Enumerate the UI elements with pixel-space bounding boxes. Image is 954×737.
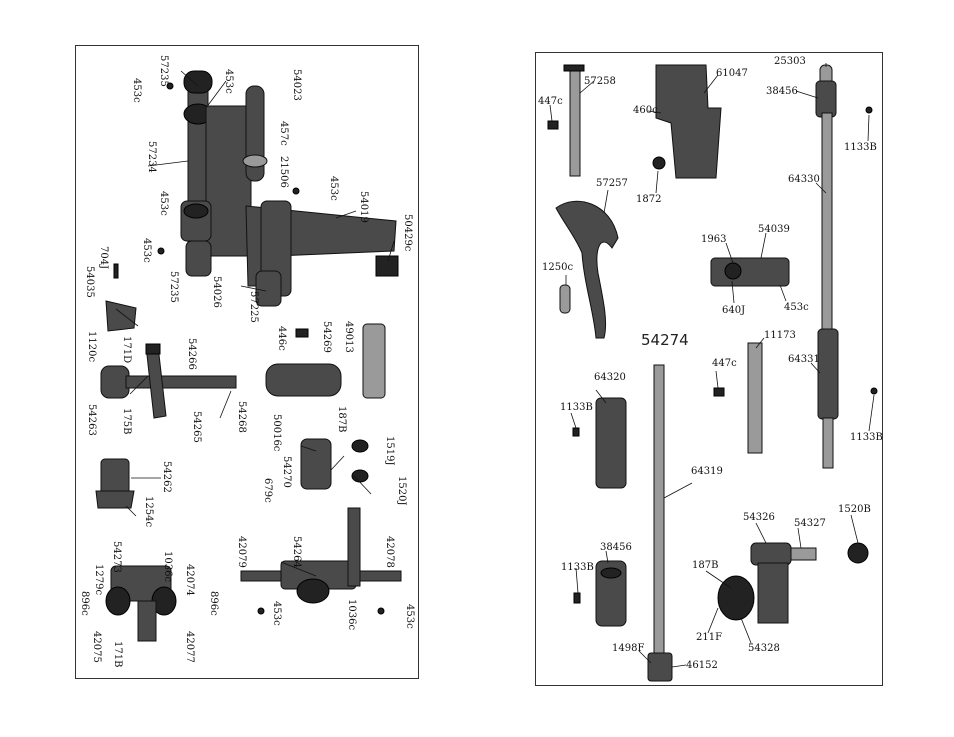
label-1250c: 1250c <box>542 262 574 273</box>
label-25303: 25303 <box>774 56 806 67</box>
label-1133b-b: 1133B <box>560 402 593 413</box>
label-447c-a: 447c <box>538 96 563 107</box>
label-896c-b: 896c <box>208 591 219 616</box>
label-42079: 42079 <box>236 536 247 568</box>
label-453c-d: 453c <box>158 191 169 216</box>
label-38456-a: 38456 <box>766 86 798 97</box>
label-896c-a: 896c <box>79 591 90 616</box>
left-parts-panel: 57235 453c 453c 54023 457c 57234 21506 4… <box>75 45 419 679</box>
label-61047: 61047 <box>716 68 748 79</box>
label-54327: 54327 <box>794 518 826 529</box>
label-54026: 54026 <box>211 276 222 308</box>
label-46152: 46152 <box>686 660 718 671</box>
label-54266: 54266 <box>186 338 197 370</box>
label-1036c-a: 1036c <box>162 551 173 583</box>
label-42075: 42075 <box>91 631 102 663</box>
label-453c-e: 453c <box>141 238 152 263</box>
label-1520j: 1520J <box>396 476 407 506</box>
label-42074: 42074 <box>184 564 195 596</box>
label-640j: 640J <box>722 305 746 316</box>
label-447c-b: 447c <box>712 358 737 369</box>
label-64319: 64319 <box>691 466 723 477</box>
label-54265: 54265 <box>191 411 202 443</box>
label-175b: 175B <box>121 408 132 435</box>
label-57235-top: 57235 <box>158 55 169 87</box>
right-parts-panel: 57258 447c 61047 460c 25303 38456 1133B … <box>535 52 883 686</box>
right-parts-illustration <box>547 63 878 682</box>
label-446c: 446c <box>276 326 287 351</box>
label-453c-g: 453c <box>404 604 415 629</box>
label-38456-b: 38456 <box>600 542 632 553</box>
label-187b: 187B <box>336 406 347 433</box>
label-57235-b: 57235 <box>168 271 179 303</box>
label-453c-a: 453c <box>131 78 142 103</box>
label-1036c-b: 1036c <box>346 599 357 631</box>
label-1254c: 1254c <box>143 496 154 528</box>
label-453c-f: 453c <box>271 601 282 626</box>
label-54019: 54019 <box>358 191 369 223</box>
label-42077: 42077 <box>184 631 195 663</box>
label-1133b-d: 1133B <box>561 562 594 573</box>
label-57258: 57258 <box>584 76 616 87</box>
label-453c-b: 453c <box>223 69 234 94</box>
label-54035: 54035 <box>84 266 95 298</box>
label-21506: 21506 <box>278 156 289 188</box>
label-57257: 57257 <box>596 178 628 189</box>
label-42078: 42078 <box>384 536 395 568</box>
label-54326: 54326 <box>743 512 775 523</box>
label-187b-r: 187B <box>692 560 719 571</box>
label-1520b: 1520B <box>838 504 871 515</box>
label-64330: 64330 <box>788 174 820 185</box>
label-453c-c: 453c <box>328 176 339 201</box>
label-64320: 64320 <box>594 372 626 383</box>
label-453c-r: 453c <box>784 302 809 313</box>
label-57234: 57234 <box>146 141 157 173</box>
label-54039: 54039 <box>758 224 790 235</box>
label-1133b-a: 1133B <box>844 142 877 153</box>
label-54268: 54268 <box>236 401 247 433</box>
label-1963: 1963 <box>701 234 727 245</box>
label-54328: 54328 <box>748 643 780 654</box>
label-704j: 704J <box>98 246 109 270</box>
label-54262: 54262 <box>161 461 172 493</box>
label-679c: 679c <box>262 478 273 503</box>
label-171b: 171B <box>112 641 123 668</box>
label-1120c: 1120c <box>86 331 97 363</box>
label-57225: 57225 <box>248 291 259 323</box>
label-50016c: 50016c <box>271 414 282 452</box>
label-64331: 64331 <box>788 354 820 365</box>
label-54273: 54273 <box>111 541 122 573</box>
label-1279c: 1279c <box>93 564 104 596</box>
label-1498f: 1498F <box>612 643 645 654</box>
label-54270: 54270 <box>281 456 292 488</box>
label-211f: 211F <box>696 632 723 643</box>
label-1133b-c: 1133B <box>850 432 883 443</box>
label-54274: 54274 <box>641 331 689 349</box>
left-parts-illustration <box>95 70 402 642</box>
label-171d: 171D <box>121 336 132 364</box>
label-54263: 54263 <box>86 404 97 436</box>
label-54269: 54269 <box>321 321 332 353</box>
label-460c: 460c <box>633 105 658 116</box>
label-1872: 1872 <box>636 194 662 205</box>
label-50429c: 50429c <box>402 214 413 252</box>
label-457c: 457c <box>278 121 289 146</box>
label-11173: 11173 <box>764 330 796 341</box>
label-54264: 54264 <box>291 536 302 568</box>
label-49013: 49013 <box>343 321 354 353</box>
label-1519j: 1519J <box>384 436 395 466</box>
label-54023: 54023 <box>291 69 302 101</box>
